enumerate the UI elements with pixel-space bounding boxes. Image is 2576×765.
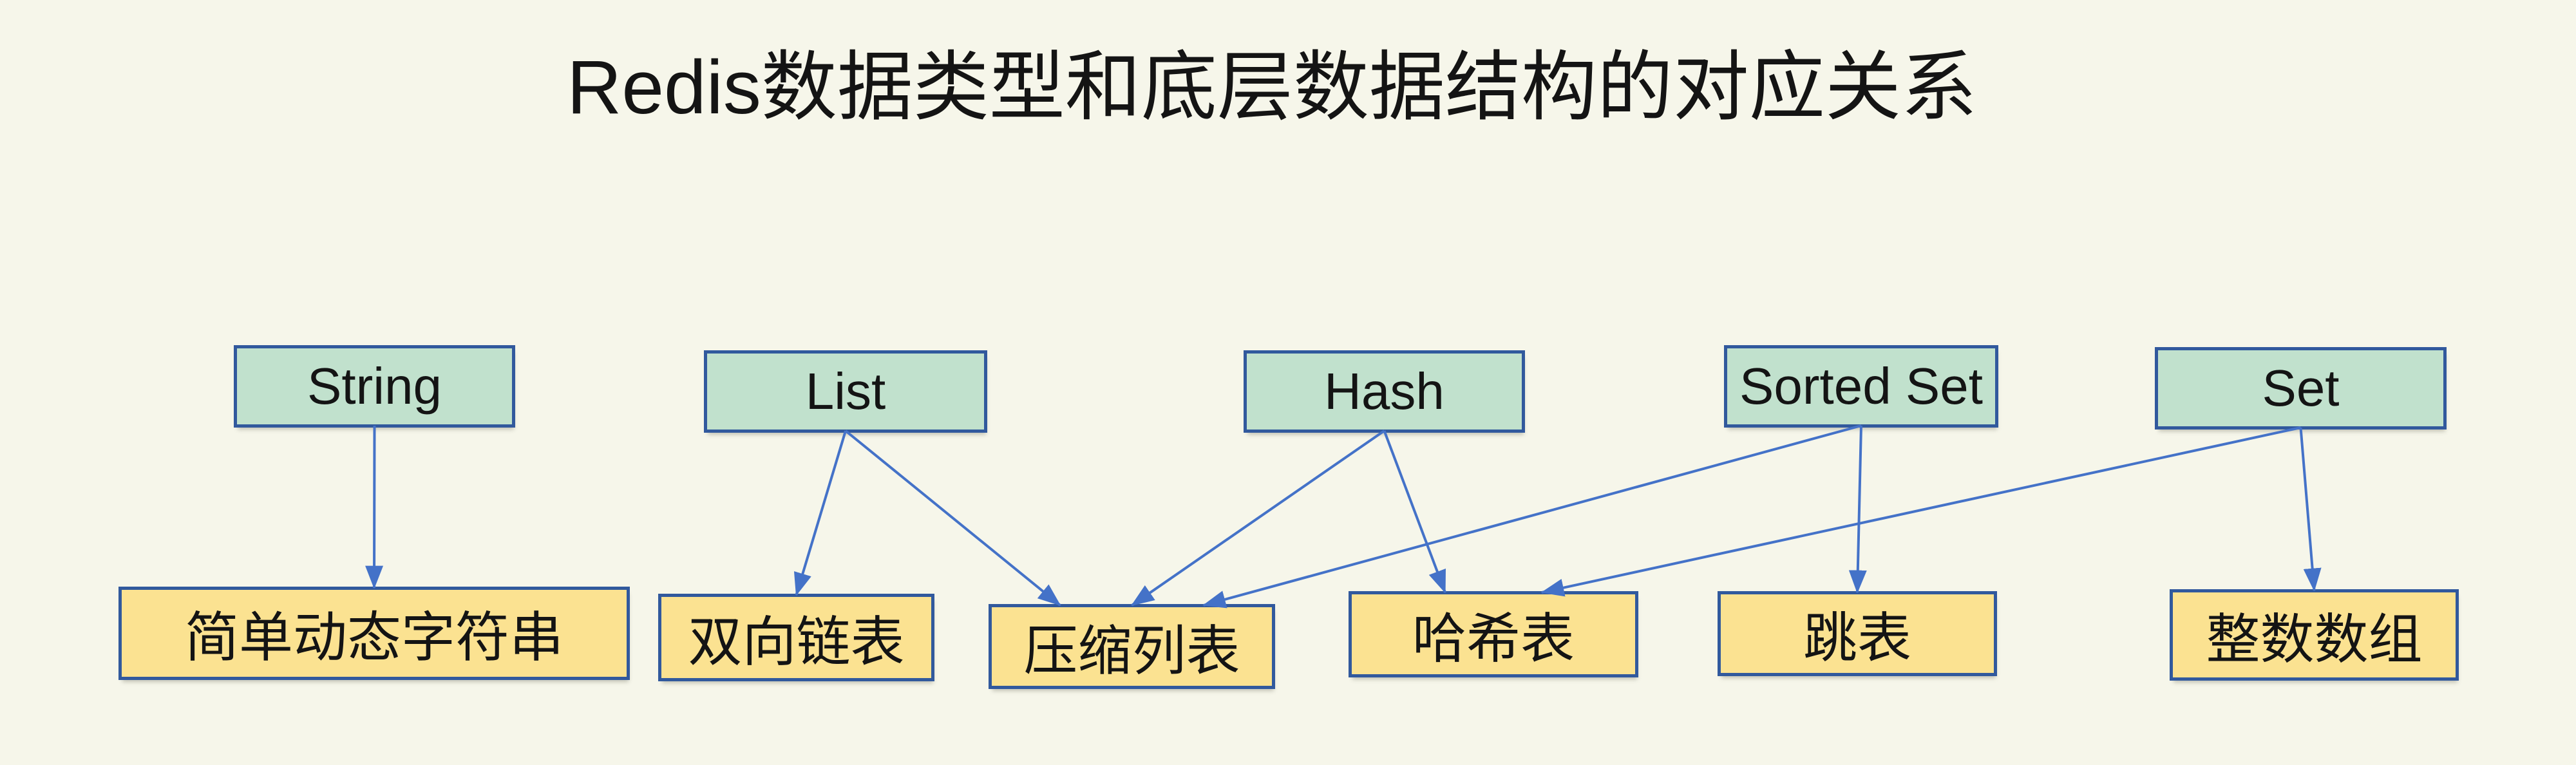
arrow-sorted-set-to-skiplist [1848, 425, 1867, 594]
arrow-string-to-sds [365, 425, 384, 589]
type-box-list: List [704, 350, 987, 433]
arrow-set-to-hashtable [1540, 426, 2301, 597]
arrow-set-to-intset [2299, 427, 2322, 592]
struct-label-skiplist: 跳表 [1803, 607, 1911, 668]
type-box-sorted-set: Sorted Set [1724, 345, 1998, 428]
arrow-hash-to-ziplist [1131, 430, 1385, 607]
type-box-hash: Hash [1244, 350, 1525, 433]
type-box-string: String [234, 345, 515, 428]
arrow-hash-to-hashtable [1383, 430, 1446, 594]
struct-box-sds: 简单动态字符串 [118, 587, 630, 680]
type-label-sorted-set: Sorted Set [1739, 357, 1983, 415]
type-label-string: String [307, 357, 442, 415]
type-label-hash: Hash [1324, 363, 1444, 420]
struct-label-intset: 整数数组 [2206, 609, 2423, 670]
struct-label-ziplist: 压缩列表 [1023, 620, 1240, 681]
struct-label-hashtable: 哈希表 [1412, 608, 1575, 669]
type-label-set: Set [2262, 359, 2340, 417]
struct-box-skiplist: 跳表 [1718, 591, 1997, 676]
struct-box-linkedlist: 双向链表 [658, 594, 934, 681]
arrow-list-to-ziplist [844, 430, 1061, 607]
struct-label-sds: 简单动态字符串 [184, 607, 564, 668]
type-box-set: Set [2155, 347, 2447, 430]
struct-box-hashtable: 哈希表 [1349, 591, 1638, 677]
arrow-list-to-linkedlist [793, 430, 847, 596]
diagram-title: Redis数据类型和底层数据结构的对应关系 [567, 45, 1977, 130]
type-label-list: List [805, 363, 886, 420]
struct-box-ziplist: 压缩列表 [989, 604, 1275, 689]
struct-label-linkedlist: 双向链表 [688, 611, 905, 672]
struct-box-intset: 整数数组 [2170, 589, 2459, 681]
arrow-sorted-set-to-ziplist [1202, 424, 1862, 609]
